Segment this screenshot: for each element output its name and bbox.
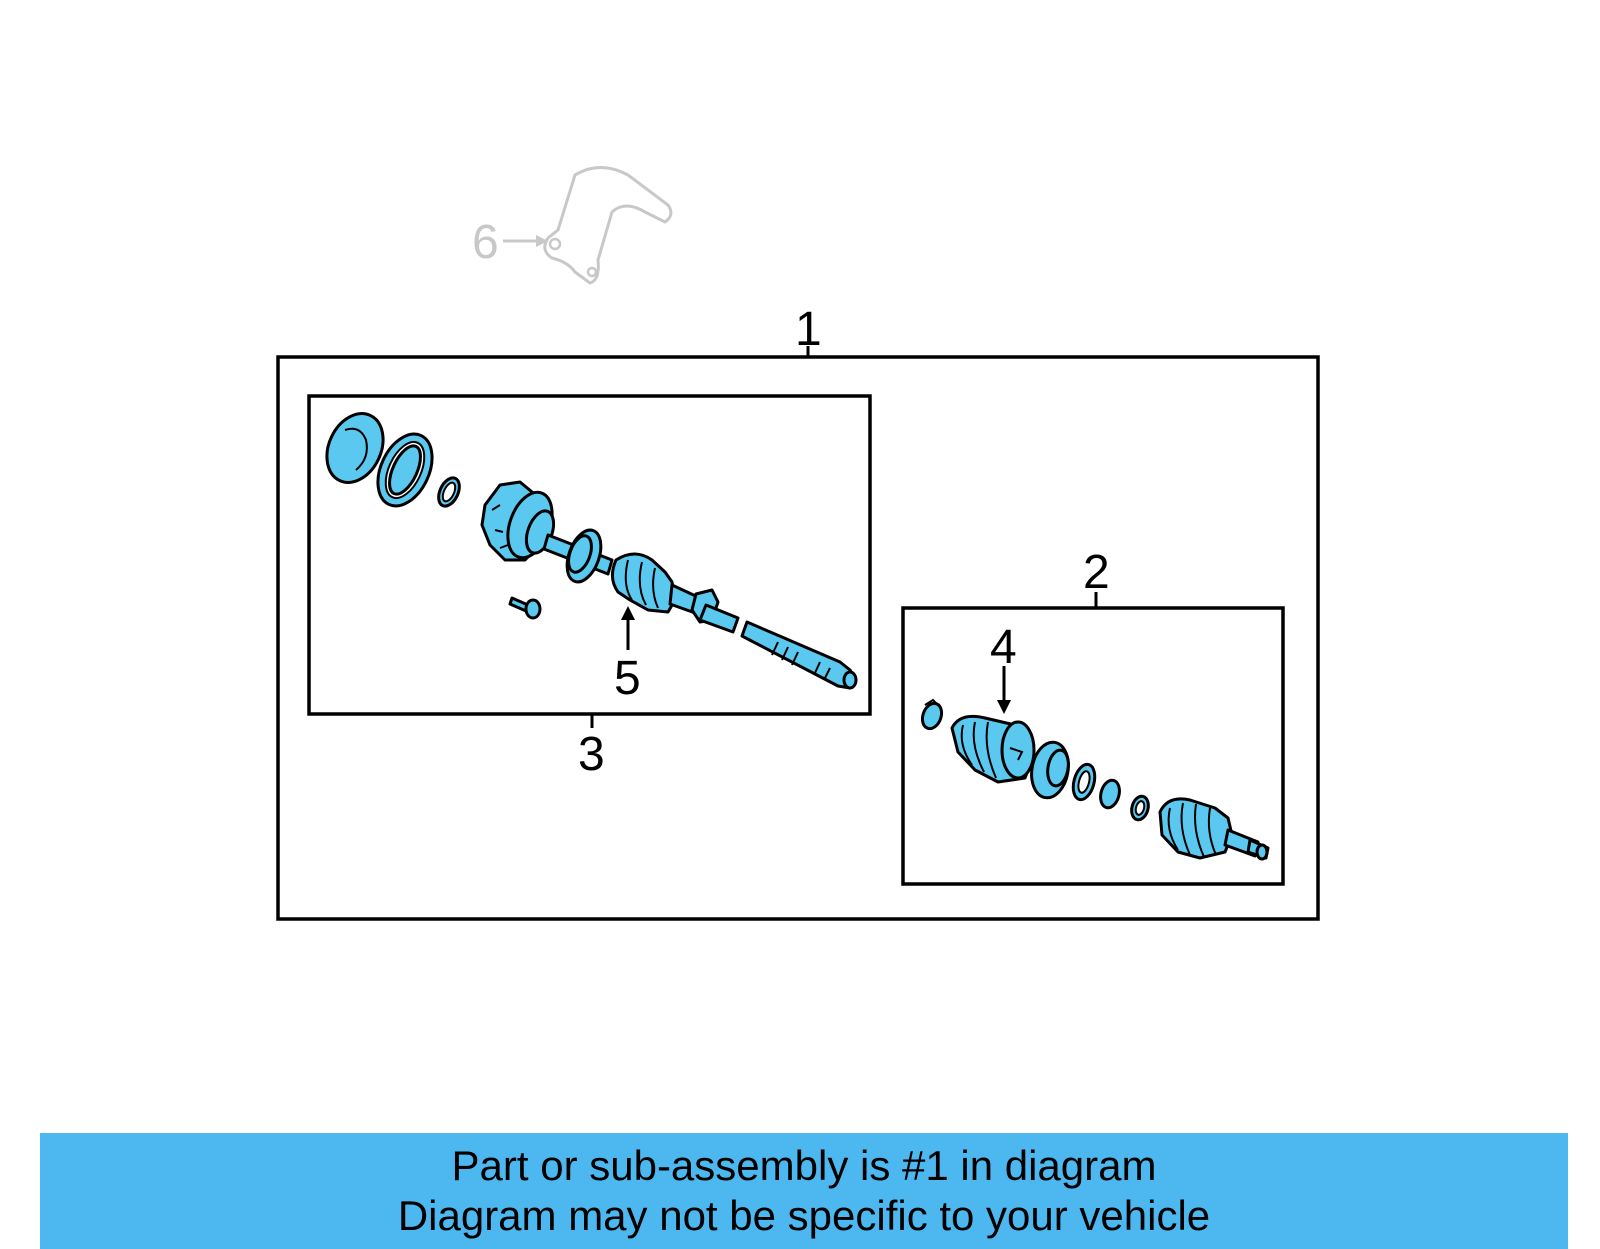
inner-joint-cover — [325, 412, 385, 484]
snap-ring-small — [437, 476, 461, 508]
assembly-2-frame — [901, 606, 1285, 886]
assembly-1-frame — [276, 355, 1320, 921]
clamp-ring-3 — [1130, 794, 1150, 822]
callout-6: 6 — [472, 216, 499, 269]
clamp-ring-2 — [1099, 778, 1121, 810]
drive-shaft-right — [1223, 828, 1270, 861]
drive-shaft-left — [698, 603, 858, 690]
outer-cv-joint — [950, 714, 1036, 784]
banner-line-2: Diagram may not be specific to your vehi… — [397, 1192, 1211, 1239]
retaining-ring-large — [376, 432, 434, 508]
inner-boot — [611, 552, 702, 616]
outer-boot-right — [1158, 797, 1234, 860]
callout-2: 2 — [1083, 546, 1110, 599]
snap-ring-right — [920, 698, 944, 731]
banner-line-1: Part or sub-assembly is #1 in diagram — [451, 1142, 1157, 1189]
part-6-heat-shield — [543, 166, 673, 285]
callout-5: 5 — [614, 652, 641, 705]
clamp-ring-1 — [1071, 762, 1097, 802]
callout-3: 3 — [578, 728, 605, 781]
inner-cv-joint — [480, 480, 556, 562]
callout-6-arrow — [503, 235, 548, 247]
outer-boot-ring — [1030, 740, 1070, 800]
callout-1: 1 — [795, 303, 822, 356]
callout-5-arrow — [621, 606, 635, 650]
inner-shaft — [542, 528, 614, 584]
bolt — [508, 596, 542, 620]
callout-4: 4 — [990, 621, 1017, 674]
assembly-3-frame — [307, 394, 872, 716]
callout-4-arrow — [997, 666, 1011, 714]
info-banner: Part or sub-assembly is #1 in diagram Di… — [40, 1133, 1568, 1249]
